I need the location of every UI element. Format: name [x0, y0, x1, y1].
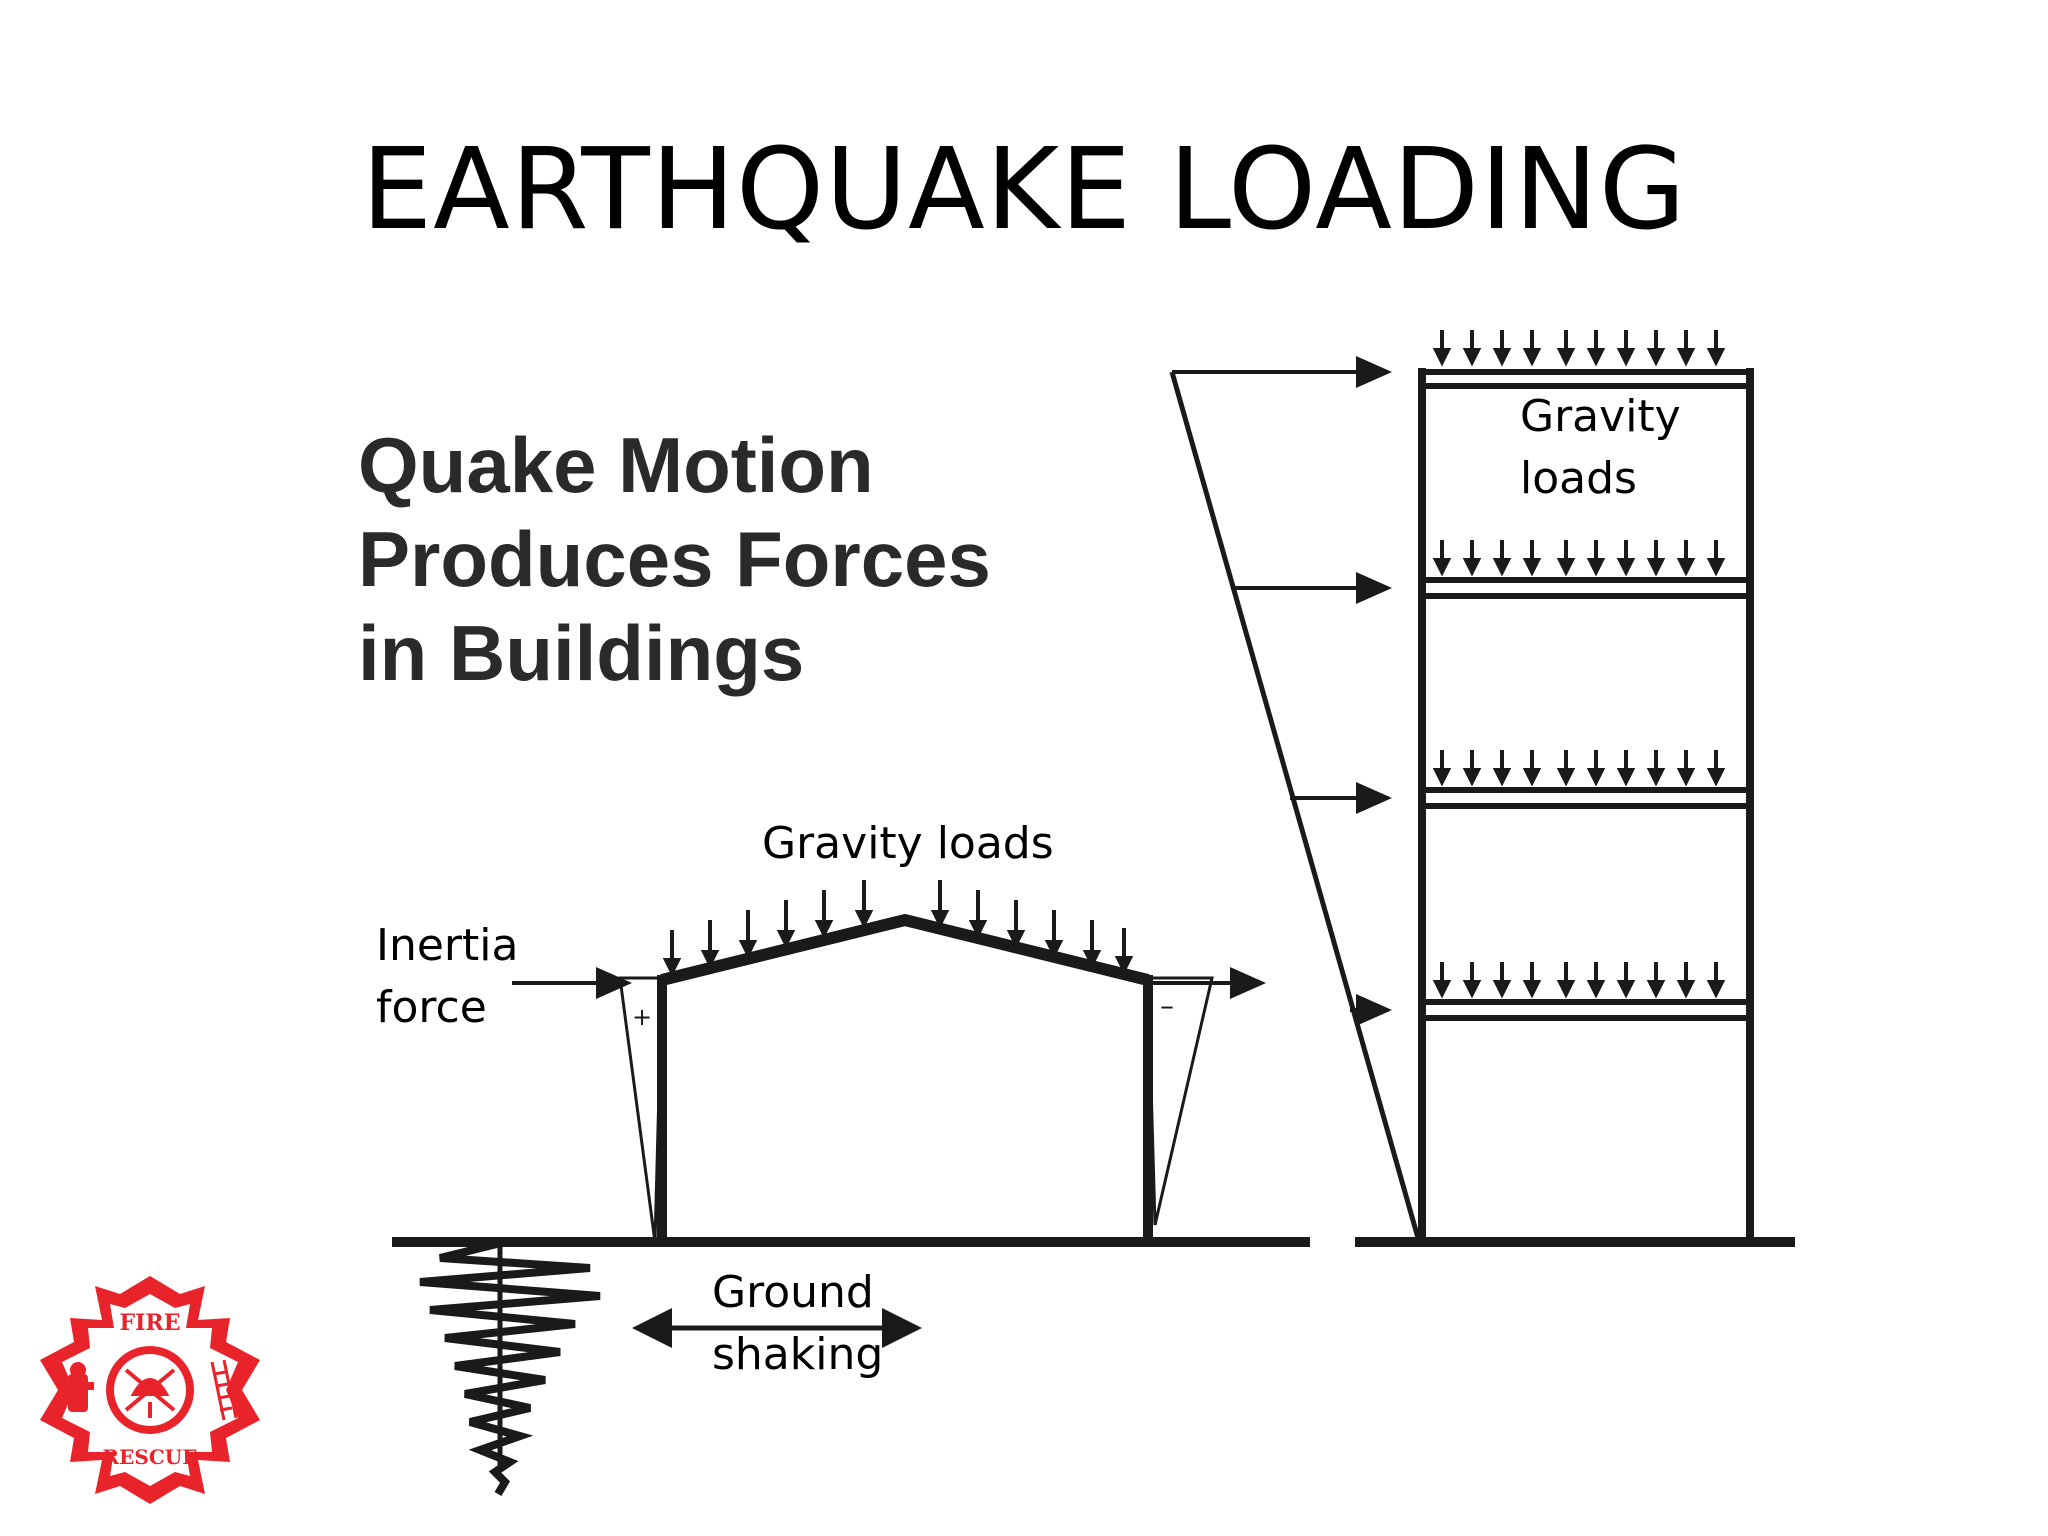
- seismograph-trace: [419, 1238, 601, 1497]
- low-building-roof: [660, 913, 1150, 986]
- ground-shaking-label: Ground shaking: [712, 1262, 883, 1386]
- slide-title: EARTHQUAKE LOADING: [361, 125, 1687, 255]
- inertia-force-label: Inertia force: [376, 915, 518, 1039]
- moment-sign-plus: +: [632, 1003, 652, 1031]
- logo-top-text: FIRE: [120, 1310, 181, 1336]
- gravity-loads-label-tall: Gravity loads: [1520, 386, 1681, 510]
- tall-building-floors: [1422, 369, 1750, 1021]
- inertia-force-line-1: Inertia: [376, 920, 519, 971]
- logo-bottom-text: RESCUE: [103, 1445, 198, 1469]
- headline-line-3: in Buildings: [358, 609, 805, 697]
- ground-shaking-arrowhead-right: [882, 1308, 922, 1348]
- ground-shaking-line-2: shaking: [712, 1329, 884, 1380]
- firefighter-emblem-icon: [124, 1368, 176, 1418]
- tall-building-gravity-loads: [1432, 330, 1726, 996]
- moment-sign-minus: –: [1160, 989, 1174, 1022]
- right-column-moment-diagram: [1146, 976, 1214, 1226]
- fire-rescue-logo: FIRE RESCUE: [40, 1276, 260, 1504]
- force-distribution-line: [1169, 371, 1421, 1239]
- gravity-loads-tall-line-2: loads: [1520, 453, 1637, 504]
- headline-line-2: Produces Forces: [358, 515, 991, 603]
- gravity-loads-tall-line-1: Gravity: [1520, 391, 1681, 442]
- roof-gravity-loads: [662, 880, 1134, 977]
- ground-shaking-line-1: Ground: [712, 1267, 874, 1318]
- ladder-icon: [210, 1359, 238, 1421]
- hydrant-icon: [62, 1362, 94, 1412]
- inertia-force-line-2: force: [376, 982, 487, 1033]
- left-column-moment-diagram: [618, 976, 664, 1243]
- gravity-loads-label-low: Gravity loads: [762, 818, 1054, 869]
- diagram-headline: Quake Motion Produces Forces in Building…: [358, 418, 1118, 700]
- ground-shaking-arrowhead-left: [632, 1308, 672, 1348]
- headline-line-1: Quake Motion: [358, 421, 874, 509]
